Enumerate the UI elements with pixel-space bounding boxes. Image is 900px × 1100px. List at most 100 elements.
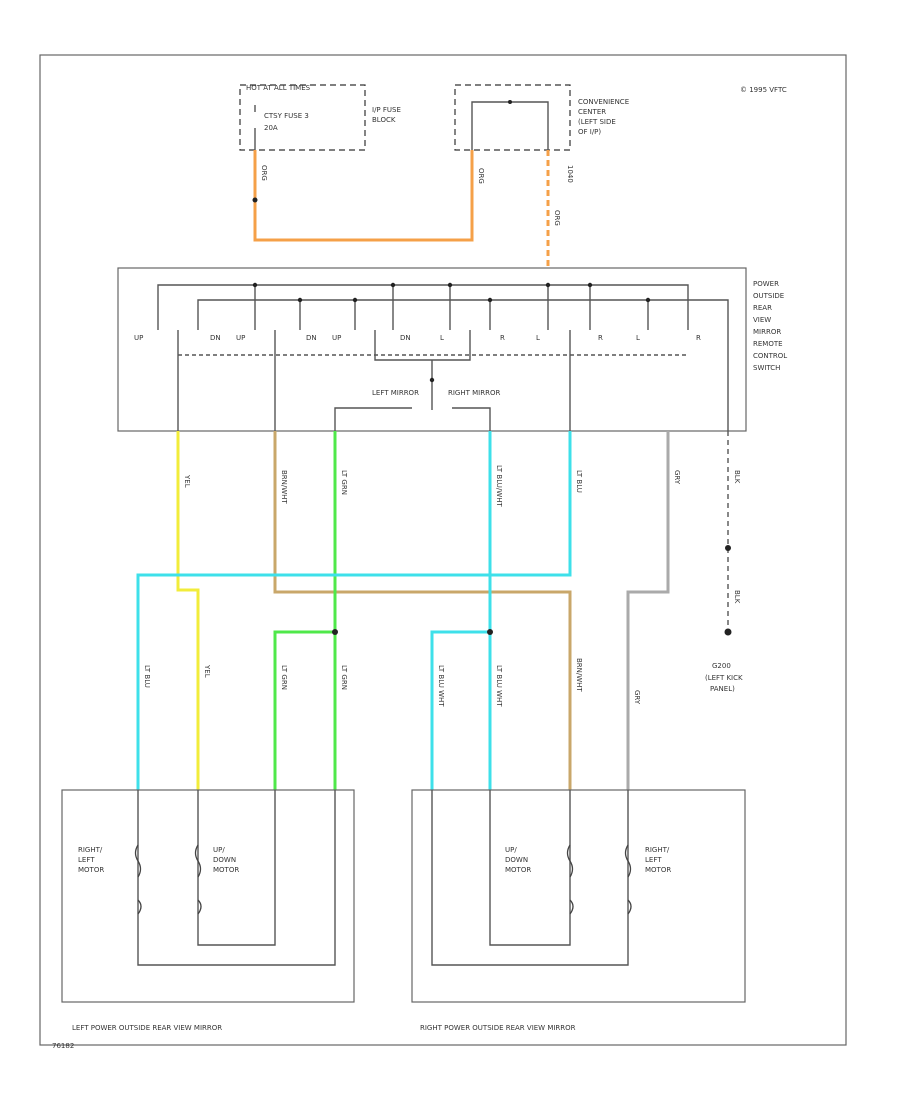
wire-label-brn: BRN/WHT <box>280 470 288 504</box>
wire-label-ltbluwht: LT BLU/WHT <box>495 465 503 507</box>
wire-yellow <box>176 431 200 790</box>
splice-dot <box>332 629 338 635</box>
page-code: 76182 <box>52 1042 74 1050</box>
right-motor1-l1: UP/ <box>505 846 517 854</box>
outer-frame <box>39 54 847 1046</box>
motor-symbols <box>134 844 632 915</box>
switch-label-7: SWITCH <box>753 364 780 372</box>
right-mirror-wiring <box>431 790 629 966</box>
bus-dot <box>447 282 453 288</box>
motor-wire-6: BRN/WHT <box>575 658 583 692</box>
left-mirror-caption: LEFT POWER OUTSIDE REAR VIEW MIRROR <box>72 1024 222 1032</box>
relay-dot <box>508 100 512 104</box>
ground-location-1: (LEFT KICK <box>705 674 743 682</box>
left-motor2-l3: MOTOR <box>213 866 239 874</box>
left-mirror-select: LEFT MIRROR <box>372 389 419 397</box>
left-motor2-l2: DOWN <box>213 856 236 864</box>
wire-label-ltgrn: LT GRN <box>340 470 348 495</box>
cc-line-2: CENTER <box>578 108 606 116</box>
convenience-relay <box>471 101 549 150</box>
wire-label-ltblu: LT BLU <box>575 470 583 493</box>
switch-label-1: OUTSIDE <box>753 292 784 300</box>
fuse-name: CTSY FUSE 3 <box>264 112 309 120</box>
contact-dn-3: DN <box>400 334 411 342</box>
cc-line-3: (LEFT SIDE <box>578 118 616 126</box>
bus-dot <box>252 282 258 288</box>
motor-wire-0: LT BLU <box>143 665 151 688</box>
ground-name: G200 <box>712 662 731 670</box>
motor-wire-3: LT GRN <box>340 665 348 690</box>
wire-gray <box>626 431 670 790</box>
right-mirror-box <box>411 789 746 1003</box>
fuse-header: HOT AT ALL TIMES <box>246 84 311 92</box>
wire-label-blk: BLK <box>733 470 741 484</box>
contact-up-3: UP <box>332 334 341 342</box>
left-motor2-l1: UP/ <box>213 846 225 854</box>
switch-label-2: REAR <box>753 304 772 312</box>
contact-r-2: R <box>598 334 603 342</box>
wire-top-2: ORG <box>477 168 485 184</box>
switch-bus <box>157 284 729 431</box>
right-motor1-l3: MOTOR <box>505 866 531 874</box>
contact-dn-1: DN <box>210 334 221 342</box>
right-motor2-l2: LEFT <box>645 856 662 864</box>
contact-drops <box>177 330 571 431</box>
fuse-block-2: BLOCK <box>372 116 396 124</box>
copyright: © 1995 VFTC <box>740 86 787 94</box>
left-motor1-l3: MOTOR <box>78 866 104 874</box>
contact-dn-2: DN <box>306 334 317 342</box>
motor-wire-4: LT BLU WHT <box>437 665 445 707</box>
switch-label-5: REMOTE <box>753 340 783 348</box>
fuse-rating: 20A <box>264 124 278 132</box>
bus-dot <box>297 297 303 303</box>
motor-wire-2: LT GRN <box>280 665 288 690</box>
wire-green-branch <box>273 630 335 790</box>
ground-terminal <box>724 628 732 636</box>
ground-splice <box>725 545 731 551</box>
motor-right-ud <box>566 844 574 915</box>
motor-wire-5: LT BLU WHT <box>495 665 503 707</box>
left-motor1-l1: RIGHT/ <box>78 846 103 854</box>
contact-l-2: L <box>536 334 540 342</box>
switch-box <box>117 267 747 432</box>
motor-right-rl <box>624 844 632 915</box>
splice-dot <box>252 197 258 203</box>
wire-cyan-main <box>136 431 572 790</box>
wire-cyan-branch <box>430 630 490 790</box>
cc-line-1: CONVENIENCE <box>578 98 629 106</box>
contact-l-3: L <box>636 334 640 342</box>
switch-common-dot <box>429 377 435 383</box>
bus-dot <box>390 282 396 288</box>
wire-top-1: ORG <box>260 165 268 181</box>
motor-wire-1: YEL <box>203 664 211 678</box>
right-motor1-l2: DOWN <box>505 856 528 864</box>
bus-dot <box>487 297 493 303</box>
fuse-dashed-box <box>239 84 366 151</box>
motor-wire-7: GRY <box>633 690 641 705</box>
mirror-selector <box>334 407 491 431</box>
ground-wire-label: BLK <box>733 590 741 604</box>
left-mirror-box <box>61 789 355 1003</box>
orange-wire-fuse <box>253 150 474 242</box>
wire-label-gry: GRY <box>673 470 681 485</box>
wire-top-4: 1040 <box>566 165 574 183</box>
right-motor2-l3: MOTOR <box>645 866 671 874</box>
right-mirror-select: RIGHT MIRROR <box>448 389 500 397</box>
bus-dot <box>545 282 551 288</box>
switch-label-6: CONTROL <box>753 352 787 360</box>
bus-dot <box>587 282 593 288</box>
right-motor2-l1: RIGHT/ <box>645 846 670 854</box>
bus-dot <box>352 297 358 303</box>
fuse-block-1: I/P FUSE <box>372 106 401 114</box>
contact-up-2: UP <box>236 334 245 342</box>
right-mirror-caption: RIGHT POWER OUTSIDE REAR VIEW MIRROR <box>420 1024 576 1032</box>
switch-label-3: VIEW <box>753 316 771 324</box>
motor-left-rl <box>134 844 142 915</box>
wire-label-yel: YEL <box>183 474 191 488</box>
left-mirror-wiring <box>137 790 336 966</box>
switch-label-4: MIRROR <box>753 328 781 336</box>
switch-label-0: POWER <box>753 280 779 288</box>
wire-tan <box>273 431 572 790</box>
contact-l-1: L <box>440 334 444 342</box>
